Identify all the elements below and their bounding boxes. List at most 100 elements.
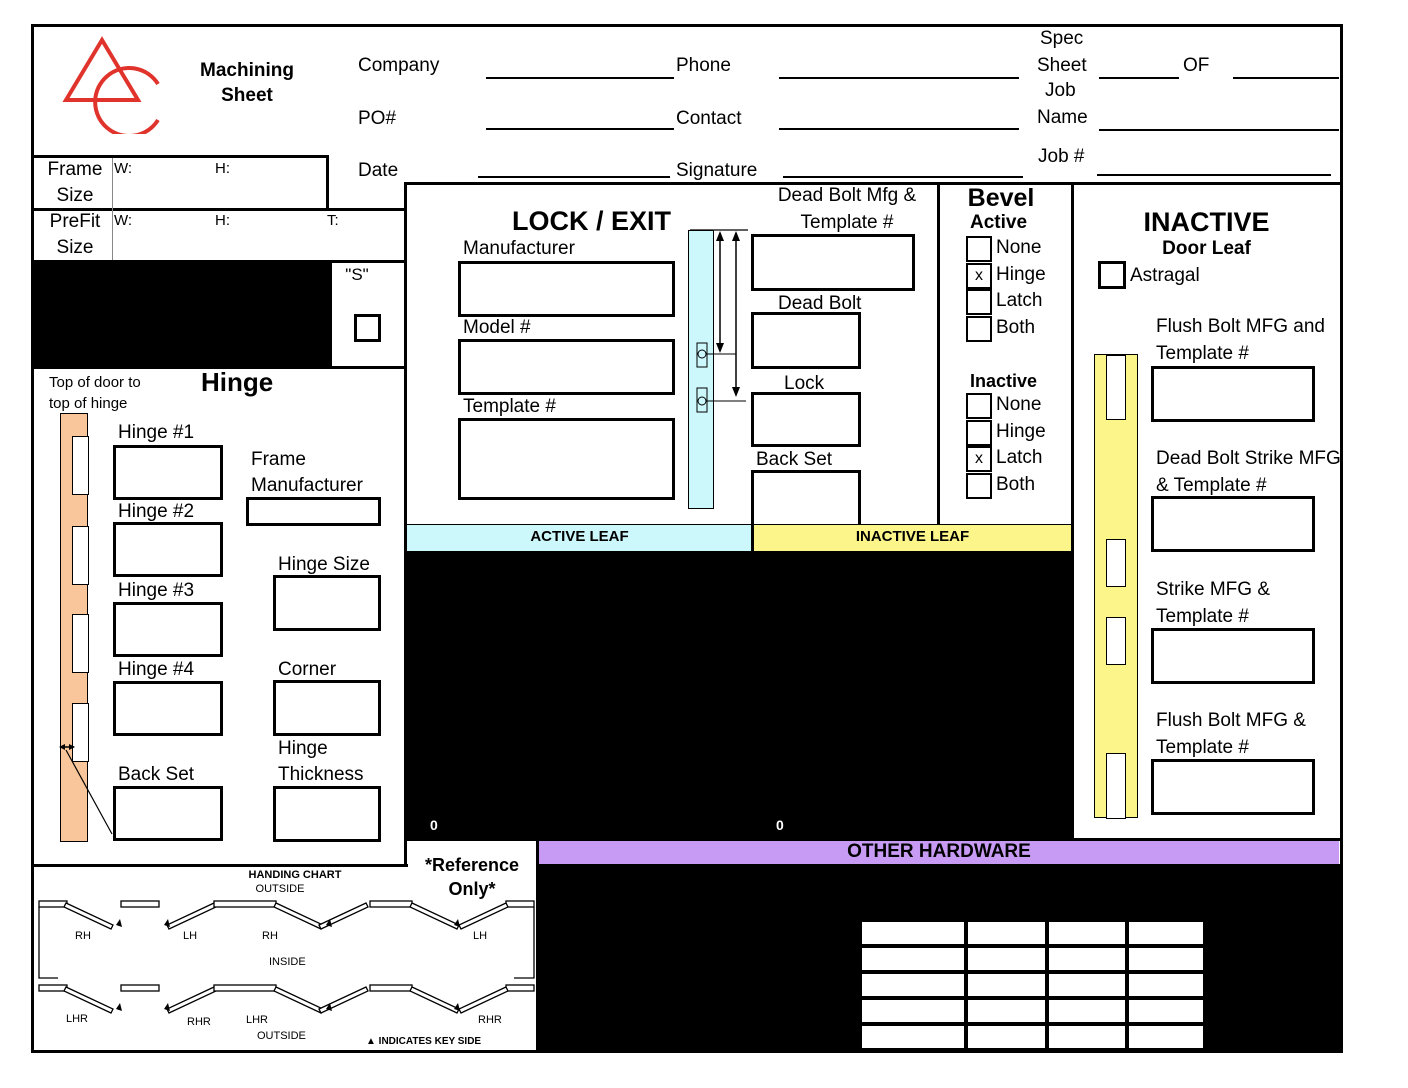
hardware-cell[interactable]	[968, 948, 1045, 970]
backset-field[interactable]	[751, 470, 861, 528]
lock-field[interactable]	[751, 392, 861, 447]
company-field[interactable]	[486, 77, 674, 79]
date-field[interactable]	[478, 176, 670, 178]
sheet-title-line2: Sheet	[221, 85, 273, 106]
astragal-checkbox[interactable]	[1098, 261, 1126, 289]
strike-field[interactable]	[1151, 628, 1315, 684]
prefit-size-label: PreFit	[49, 211, 101, 232]
inactive-subtitle: Door Leaf	[1162, 238, 1251, 259]
handing-diagram	[38, 900, 535, 1014]
deadbolt-strike-label-2: & Template #	[1156, 475, 1267, 496]
bevel-active-none-checkbox[interactable]	[966, 236, 992, 262]
hardware-cell[interactable]	[968, 974, 1045, 996]
bevel-inactive-hinge-checkbox[interactable]	[966, 419, 992, 446]
s-label: "S"	[345, 265, 369, 284]
hardware-cell[interactable]	[1129, 974, 1203, 996]
handing-lh-1: LH	[183, 930, 198, 942]
contact-label: Contact	[676, 108, 742, 129]
hardware-cell[interactable]	[1049, 948, 1125, 970]
bevel-active-both-label: Both	[996, 316, 1036, 338]
job-number-field[interactable]	[1097, 174, 1331, 176]
hardware-cell[interactable]	[862, 1026, 964, 1048]
handing-outside-bottom: OUTSIDE	[257, 1030, 306, 1042]
lock-label: Lock	[784, 373, 825, 394]
hardware-cell[interactable]	[862, 948, 964, 970]
bevel-inactive-label: Inactive	[970, 371, 1038, 391]
reference-line2: Only*	[448, 879, 496, 899]
signature-field[interactable]	[783, 176, 1023, 178]
deadbolt-mfg-field[interactable]	[751, 234, 915, 291]
other-hardware-banner: OTHER HARDWARE	[539, 841, 1339, 864]
hinge4-label: Hinge #4	[118, 659, 195, 680]
hardware-cell[interactable]	[1049, 1026, 1125, 1048]
hinge2-field[interactable]	[113, 522, 223, 577]
s-checkbox[interactable]	[354, 314, 381, 342]
lock-manufacturer-field[interactable]	[458, 261, 675, 317]
hinge-door-edge	[60, 413, 89, 842]
hinge-thickness-field[interactable]	[273, 786, 381, 842]
divider	[34, 155, 329, 158]
frame-mfr-field[interactable]	[246, 497, 381, 526]
job-name-field[interactable]	[1099, 129, 1339, 131]
bevel-active-both-checkbox[interactable]	[966, 315, 992, 342]
hinge1-label: Hinge #1	[118, 422, 195, 443]
hardware-cell[interactable]	[968, 1026, 1045, 1048]
hardware-cell[interactable]	[1129, 1000, 1203, 1022]
corner-field[interactable]	[273, 680, 381, 736]
hinge4-field[interactable]	[113, 681, 223, 736]
bevel-active-latch-checkbox[interactable]	[966, 289, 992, 315]
flush-bolt-top-field[interactable]	[1151, 366, 1315, 422]
bevel-inactive-none-checkbox[interactable]	[966, 393, 992, 419]
hardware-cell[interactable]	[1049, 974, 1125, 996]
redacted-door-area	[407, 551, 1074, 841]
divider	[536, 841, 539, 1051]
contact-field[interactable]	[779, 128, 1019, 130]
divider	[1071, 182, 1074, 840]
deadbolt-field[interactable]	[751, 312, 861, 369]
reference-line1: *Reference	[424, 855, 520, 875]
divider	[112, 158, 113, 260]
inactive-leaf-label: INACTIVE LEAF	[855, 528, 970, 545]
active-door-edge	[688, 230, 714, 509]
phone-field[interactable]	[779, 77, 1019, 79]
bevel-active-none-label: None	[996, 237, 1042, 258]
lock-exit-title: LOCK / EXIT	[512, 206, 672, 236]
lock-model-field[interactable]	[458, 339, 675, 395]
handing-lhr-2: LHR	[246, 1014, 269, 1026]
bevel-inactive-latch-checkbox[interactable]: x	[966, 446, 992, 472]
hinge1-field[interactable]	[113, 445, 223, 500]
divider	[751, 524, 754, 551]
hardware-cell[interactable]	[1129, 1026, 1203, 1048]
prefit-thickness-label: T:	[327, 212, 339, 229]
phone-label: Phone	[676, 55, 731, 76]
bevel-inactive-both-label: Both	[996, 473, 1036, 495]
of-label: OF	[1183, 55, 1210, 76]
bevel-inactive-both-checkbox[interactable]	[966, 472, 992, 499]
bevel-active-label: Active	[970, 212, 1028, 233]
hinge-size-field[interactable]	[273, 575, 381, 631]
hinge-marker-1	[72, 436, 89, 495]
sheet-number-field[interactable]	[1099, 77, 1179, 79]
handing-lhr-1: LHR	[66, 1013, 89, 1025]
hardware-cell[interactable]	[1129, 922, 1203, 944]
lock-template-field[interactable]	[458, 418, 675, 500]
hardware-cell[interactable]	[968, 922, 1045, 944]
sheet-total-field[interactable]	[1233, 77, 1339, 79]
hardware-cell[interactable]	[862, 922, 964, 944]
frame-height-label: H:	[215, 160, 230, 177]
company-logo	[62, 36, 160, 134]
lock-position-diagram	[690, 229, 748, 413]
hardware-cell[interactable]	[1049, 1000, 1125, 1022]
hardware-cell[interactable]	[1049, 922, 1125, 944]
deadbolt-strike-field[interactable]	[1151, 496, 1315, 552]
po-field[interactable]	[486, 128, 674, 130]
hardware-cell[interactable]	[862, 974, 964, 996]
flush-bolt-top-label: Flush Bolt MFG and	[1156, 316, 1325, 337]
flush-bolt-bottom-field[interactable]	[1151, 759, 1315, 815]
hardware-cell[interactable]	[968, 1000, 1045, 1022]
hardware-cell[interactable]	[862, 1000, 964, 1022]
hardware-cell[interactable]	[1129, 948, 1203, 970]
hinge3-field[interactable]	[113, 602, 223, 657]
bevel-active-hinge-checkbox[interactable]: x	[966, 262, 992, 289]
hinge-backset-field[interactable]	[113, 786, 223, 841]
